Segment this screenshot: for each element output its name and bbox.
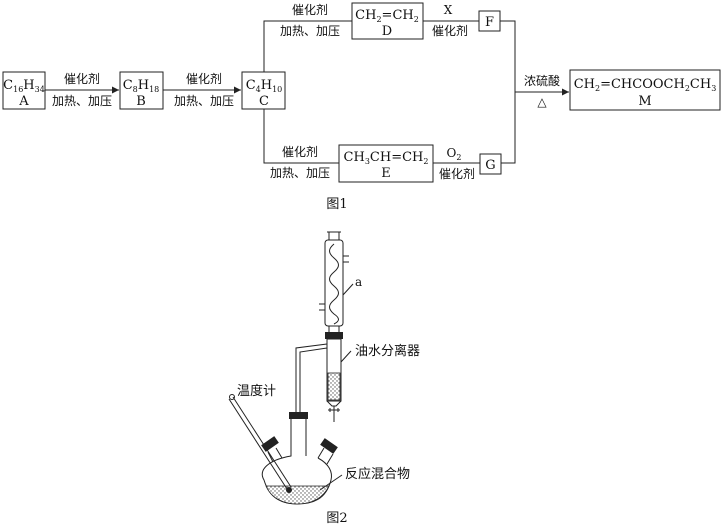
separator-label: 油水分离器 xyxy=(355,343,420,359)
condition-eg-catalyst: 催化剂 xyxy=(439,166,475,181)
line-c-to-e xyxy=(263,109,339,164)
compound-f-label: F xyxy=(485,15,494,30)
condenser-label: a xyxy=(355,275,362,289)
condenser: a xyxy=(319,231,362,332)
compound-c-label: C xyxy=(259,94,269,109)
compound-f-box: F xyxy=(478,10,501,32)
line-fg-merge xyxy=(500,20,516,164)
condition-df-x: X xyxy=(444,3,453,17)
compound-a-label: A xyxy=(18,94,29,109)
compound-a-box: C16H34 A xyxy=(2,71,46,110)
condition-ce-heat: 加热、加压 xyxy=(270,166,330,180)
mixture-label: 反应混合物 xyxy=(345,466,410,482)
condition-df-catalyst: 催化剂 xyxy=(432,23,468,38)
condition-ce-catalyst: 催化剂 xyxy=(282,144,318,159)
condition-bc-catalyst: 催化剂 xyxy=(186,71,222,86)
condition-cd-catalyst: 催化剂 xyxy=(292,2,328,17)
compound-b-box: C8H18 B xyxy=(119,71,164,110)
thermometer: 温度计 xyxy=(228,383,292,493)
condition-ab-heat: 加热、加压 xyxy=(52,94,112,108)
oil-water-separator: 油水分离器 xyxy=(295,338,420,422)
center-neck-stopper xyxy=(289,412,308,419)
condition-ab-catalyst: 催化剂 xyxy=(64,71,100,86)
compound-m-box: CH2=CHCOOCH2CH3 M xyxy=(569,69,721,111)
compound-e-label: E xyxy=(381,166,391,181)
condition-eg-o2: O2 xyxy=(447,146,462,162)
three-neck-flask xyxy=(261,419,338,505)
compound-g-label: G xyxy=(485,158,495,173)
figure-2-caption: 图2 xyxy=(326,511,347,526)
compound-e-formula: CH3CH=CH2 xyxy=(344,150,429,166)
condition-m-h2so4: 浓硫酸 xyxy=(524,73,560,88)
compound-g-box: G xyxy=(479,153,502,175)
condition-m-heat: △ xyxy=(537,95,547,109)
compound-d-box: CH2=CH2 D xyxy=(351,2,424,40)
line-c-to-d xyxy=(263,20,352,72)
figure-1: C16H34 A 催化剂 加热、加压 C8H18 B 催化剂 加热、加压 C4H… xyxy=(2,2,721,212)
compound-d-formula: CH2=CH2 xyxy=(355,8,419,24)
compound-c-box: C4H10 C xyxy=(241,71,286,110)
separator-stopper xyxy=(325,332,343,339)
compound-m-label: M xyxy=(638,94,651,109)
compound-e-box: CH3CH=CH2 E xyxy=(338,144,434,183)
thermometer-label: 温度计 xyxy=(237,383,276,399)
compound-m-formula: CH2=CHCOOCH2CH3 xyxy=(574,77,717,93)
condition-bc-heat: 加热、加压 xyxy=(174,94,234,108)
figure-1-caption: 图1 xyxy=(326,197,347,212)
compound-b-label: B xyxy=(136,94,146,109)
figure-2-apparatus: a 油水分离器 xyxy=(228,231,420,526)
compound-d-label: D xyxy=(382,24,392,39)
condition-cd-heat: 加热、加压 xyxy=(280,24,340,38)
